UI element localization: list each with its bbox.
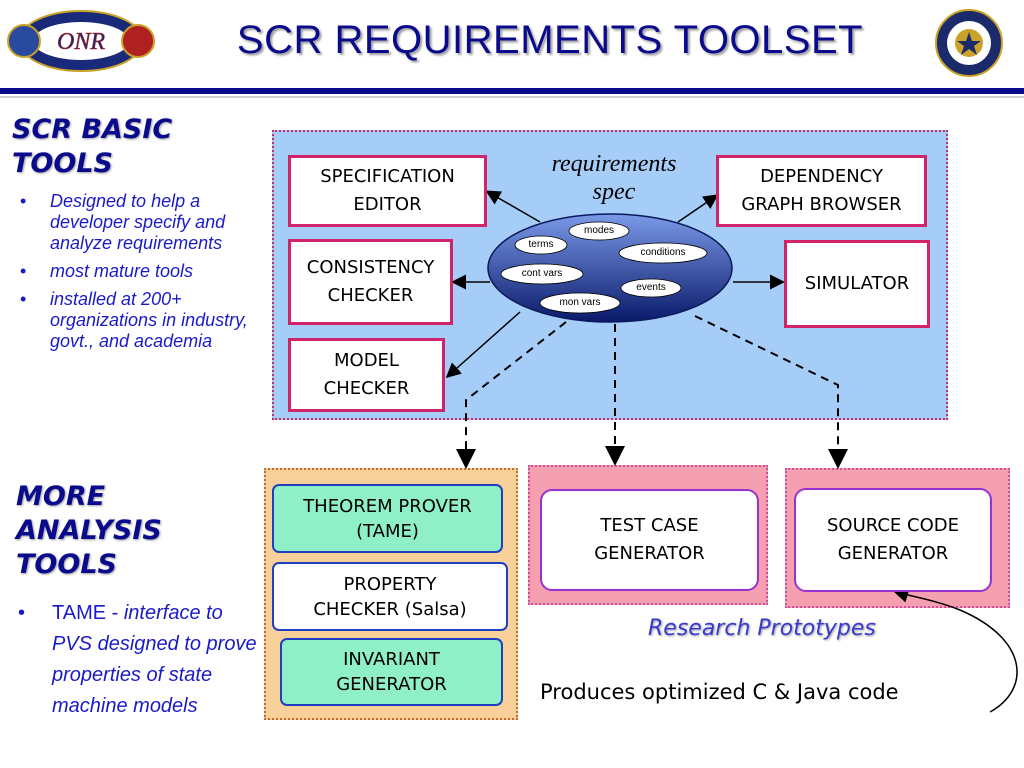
arrow-to-spec-editor: [485, 190, 541, 223]
spec-element: cont vars: [521, 268, 563, 279]
specification-editor-box: SPECIFICATION EDITOR: [288, 155, 487, 227]
dependency-graph-browser-box: DEPENDENCY GRAPH BROWSER: [716, 155, 927, 227]
tame-description: interface to PVS designed to prove prope…: [52, 602, 257, 717]
basic-tools-bullets: Designed to help a developer specify and…: [14, 191, 259, 359]
source-code-generator-box: SOURCE CODE GENERATOR: [794, 488, 992, 592]
header-rule-shadow: [0, 96, 1024, 98]
navy-emblem-icon: [7, 24, 41, 58]
right-logo: [934, 8, 1004, 78]
tame-bullet: • TAME - interface to PVS designed to pr…: [18, 602, 257, 717]
arrow-to-model-checker: [445, 311, 521, 378]
arrow-to-dependency-browser: [677, 194, 719, 223]
test-case-generator-box: TEST CASE GENERATOR: [540, 489, 759, 591]
dashed-to-theorem-prover: [456, 321, 567, 469]
consistency-checker-box: CONSISTENCY CHECKER: [288, 239, 453, 325]
basic-tools-heading: SCR BASIC TOOLS: [12, 114, 173, 179]
header-rule: [0, 88, 1024, 94]
bullet-item: Designed to help a developer specify and…: [14, 191, 259, 254]
requirements-spec-label: requirements spec: [551, 151, 677, 205]
invariant-generator-box: INVARIANT GENERATOR: [280, 638, 503, 706]
produces-code-label: Produces optimized C & Java code: [540, 680, 899, 704]
model-checker-box: MODEL CHECKER: [288, 338, 445, 412]
marine-emblem-icon: [121, 24, 155, 58]
spec-element: terms: [528, 239, 554, 250]
spec-element: mon vars: [559, 297, 601, 308]
research-prototypes-label: Research Prototypes: [648, 616, 876, 641]
dashed-to-source-code: [694, 315, 848, 469]
property-checker-box: PROPERTY CHECKER (Salsa): [272, 562, 508, 631]
page-title: SCR REQUIREMENTS TOOLSET: [236, 18, 864, 62]
left-logo: ONR: [6, 6, 156, 76]
dod-seal-icon: [935, 9, 1003, 77]
bullet-item: most mature tools: [14, 261, 259, 282]
more-tools-heading: MORE ANALYSIS TOOLS: [16, 481, 162, 580]
tame-lead: TAME -: [52, 602, 124, 624]
theorem-prover-box: THEOREM PROVER (TAME): [272, 484, 503, 553]
arrow-to-source-code-generator: [893, 588, 1018, 713]
spec-element: modes: [583, 225, 614, 236]
bullet-item: installed at 200+ organizations in indus…: [14, 289, 259, 352]
logo-text: ONR: [57, 29, 105, 55]
spec-element: conditions: [640, 247, 686, 258]
requirements-spec-oval: [487, 213, 733, 323]
simulator-box: SIMULATOR: [784, 240, 930, 328]
spec-element: events: [636, 282, 666, 293]
